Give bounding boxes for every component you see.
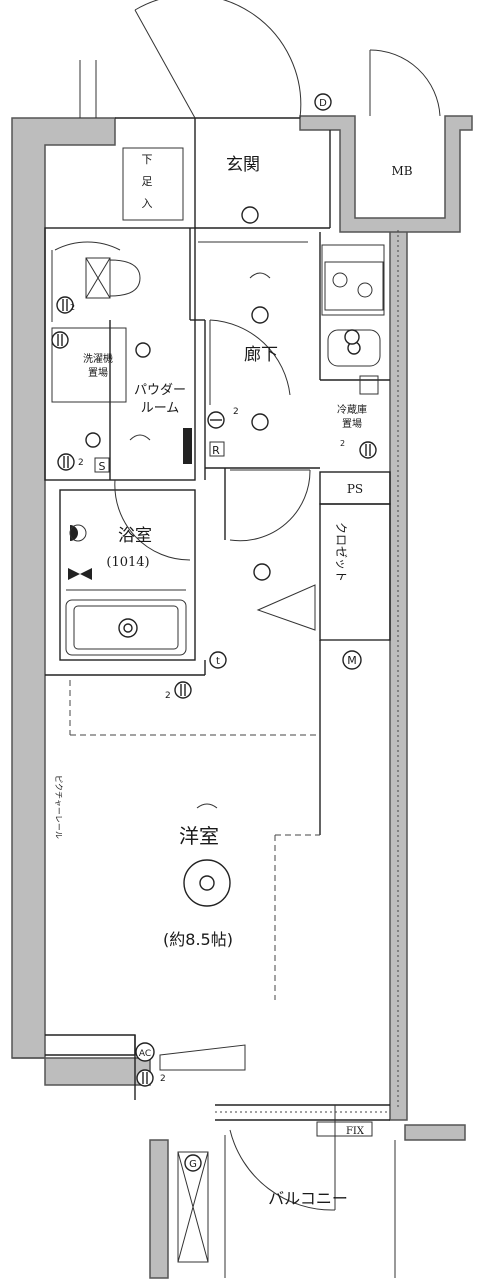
fixtures (51, 206, 384, 1137)
ac-symbol-label: AC (139, 1049, 151, 1059)
m-symbol (342, 650, 362, 670)
t-symbol (209, 651, 227, 669)
two-label: 2 (160, 1074, 166, 1084)
youshitsu-label: 洋室 (179, 824, 219, 848)
interior-walls (44, 60, 399, 1278)
sentakuki-label-2: 置場 (88, 366, 108, 379)
balcony-label: バルコニー (268, 1189, 348, 1208)
circled-symbols: D M t AC G R S 2 2 2 2 2 2 (70, 93, 362, 1172)
room-labels: 玄関 下 足 入 MB 廊下 洗濯機 置場 パウダー ルーム 冷蔵庫 置場 PS… (54, 153, 413, 1208)
two-label: 2 (233, 407, 239, 417)
two-label: 2 (340, 439, 345, 448)
getabako-label-3: 入 (142, 197, 153, 210)
youshitsu-size-label: (約8.5帖) (163, 930, 233, 949)
t-symbol-label: t (216, 656, 220, 667)
exterior-walls (11, 115, 473, 1279)
two-label: 2 (165, 691, 171, 701)
picture-rail-label: ピクチャーレール (54, 775, 63, 839)
g-symbol-label: G (189, 1159, 197, 1170)
yokushitsu-size-label: (1014) (106, 555, 149, 570)
d-symbol-label: D (319, 98, 327, 109)
getabako-label-1: 下 (142, 153, 153, 166)
ps-label: PS (347, 482, 363, 496)
powder-label-2: ルーム (141, 401, 180, 416)
rouka-label: 廊下 (244, 345, 278, 365)
two-label: 2 (70, 303, 75, 312)
genkan-label: 玄関 (226, 155, 260, 175)
two-label: 2 (78, 458, 84, 468)
door-swings (54, 0, 441, 1211)
sentakuki-label-1: 洗濯機 (83, 352, 113, 365)
powder-label-1: パウダー (134, 383, 186, 398)
d-symbol (314, 93, 332, 111)
fix-label: FIX (346, 1126, 365, 1137)
yokushitsu-label: 浴室 (118, 526, 152, 546)
getabako-label-2: 足 (142, 175, 153, 188)
reizouko-label-2: 置場 (342, 417, 362, 430)
closet-label: クロゼット (334, 522, 348, 582)
g-symbol (184, 1154, 202, 1172)
s-symbol-label: S (99, 460, 106, 473)
reizouko-label-1: 冷蔵庫 (337, 403, 367, 416)
mb-label: MB (391, 164, 412, 178)
r-symbol-label: R (212, 444, 220, 457)
m-symbol-label: M (347, 654, 357, 667)
ac-symbol (135, 1042, 155, 1062)
